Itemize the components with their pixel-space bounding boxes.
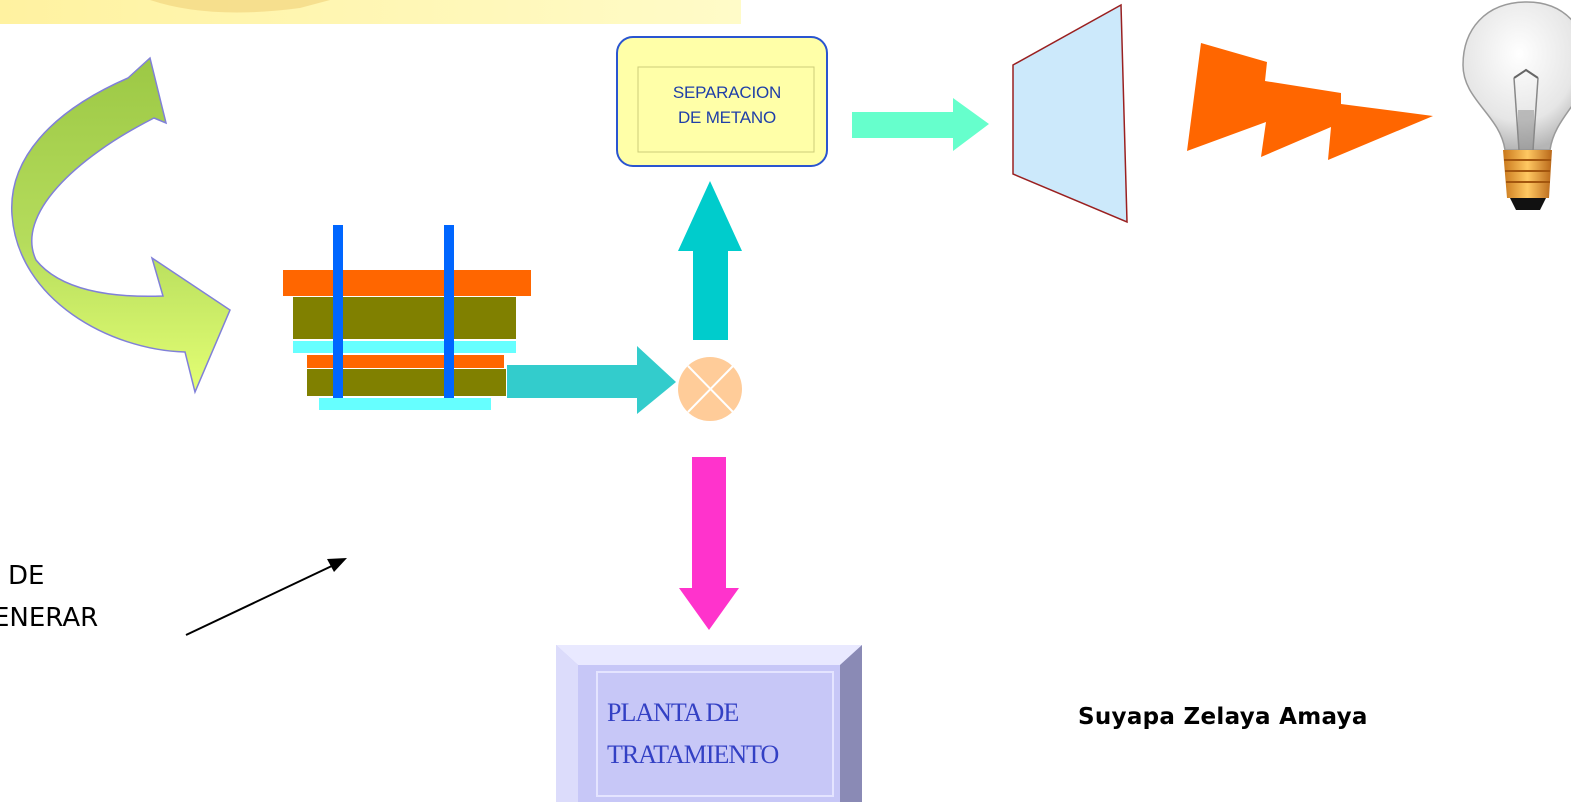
author-name: Suyapa Zelaya Amaya xyxy=(1078,704,1368,730)
separator-inner-frame xyxy=(637,66,815,153)
separator-box xyxy=(616,36,828,167)
digester-top-layer xyxy=(283,270,531,296)
digester-water-layer-1 xyxy=(293,341,516,353)
pointer-arrow xyxy=(185,558,347,636)
treatment-plant-label-line1: PLANTA DE xyxy=(607,698,739,727)
separation-label-line2: DE METANO xyxy=(677,108,776,127)
treatment-plant-box xyxy=(556,645,862,802)
arrow-to-plant xyxy=(679,457,739,630)
digester-layer-1 xyxy=(293,297,516,339)
top-banner-image xyxy=(0,0,741,24)
side-label: DE ENERAR xyxy=(0,555,200,639)
gas-well-pipe-left xyxy=(333,225,343,398)
light-bulb-icon xyxy=(1462,1,1571,210)
top-banner-detail xyxy=(150,0,330,13)
arrow-to-valve xyxy=(507,346,676,414)
separation-label: SEPARACION DE METANO xyxy=(640,80,814,130)
digester-orange-layer xyxy=(307,355,504,368)
digester-stack xyxy=(283,225,531,410)
side-label-line1: DE xyxy=(8,561,45,591)
digester-water-layer-2 xyxy=(319,398,491,410)
turbine-icon xyxy=(1012,3,1128,224)
treatment-plant-label-line2: TRATAMIENTO xyxy=(607,740,779,769)
side-label-line2: ENERAR xyxy=(0,603,99,633)
arrow-to-turbine xyxy=(852,98,989,151)
treatment-plant-label: PLANTA DE TRATAMIENTO xyxy=(607,692,807,776)
curved-input-arrow xyxy=(11,56,231,395)
valve-icon xyxy=(678,357,742,421)
arrow-to-separator xyxy=(678,181,742,340)
lightning-bolt-icon xyxy=(1187,43,1433,160)
separation-label-line1: SEPARACION xyxy=(672,83,782,102)
gas-well-pipe-right xyxy=(444,225,454,398)
